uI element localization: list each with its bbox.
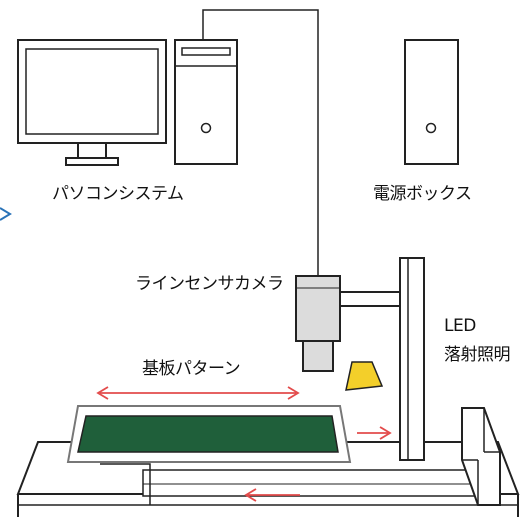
board-tray xyxy=(66,405,352,463)
pc-tower xyxy=(174,39,238,165)
motion-arrows xyxy=(96,386,392,502)
power-box xyxy=(404,39,459,165)
blue-accent-mark xyxy=(0,207,12,221)
camera-label: ラインセンサカメラ xyxy=(135,274,284,294)
led-label-line1: LED xyxy=(444,316,476,336)
led-stand xyxy=(339,257,425,461)
camera-cable xyxy=(202,9,319,276)
right-end-block xyxy=(461,407,501,506)
led-label-line2: 落射照明 xyxy=(444,345,511,365)
monitor xyxy=(17,39,167,166)
left-arrow xyxy=(244,488,300,502)
right-arrow xyxy=(357,426,392,440)
led-light xyxy=(345,361,384,391)
power-box-label: 電源ボックス xyxy=(373,184,472,204)
line-sensor-camera xyxy=(295,275,341,372)
board-pattern-label: 基板パターン xyxy=(142,359,241,379)
pc-system-label: パソコンシステム xyxy=(52,184,184,204)
board-span-arrow xyxy=(96,386,300,400)
